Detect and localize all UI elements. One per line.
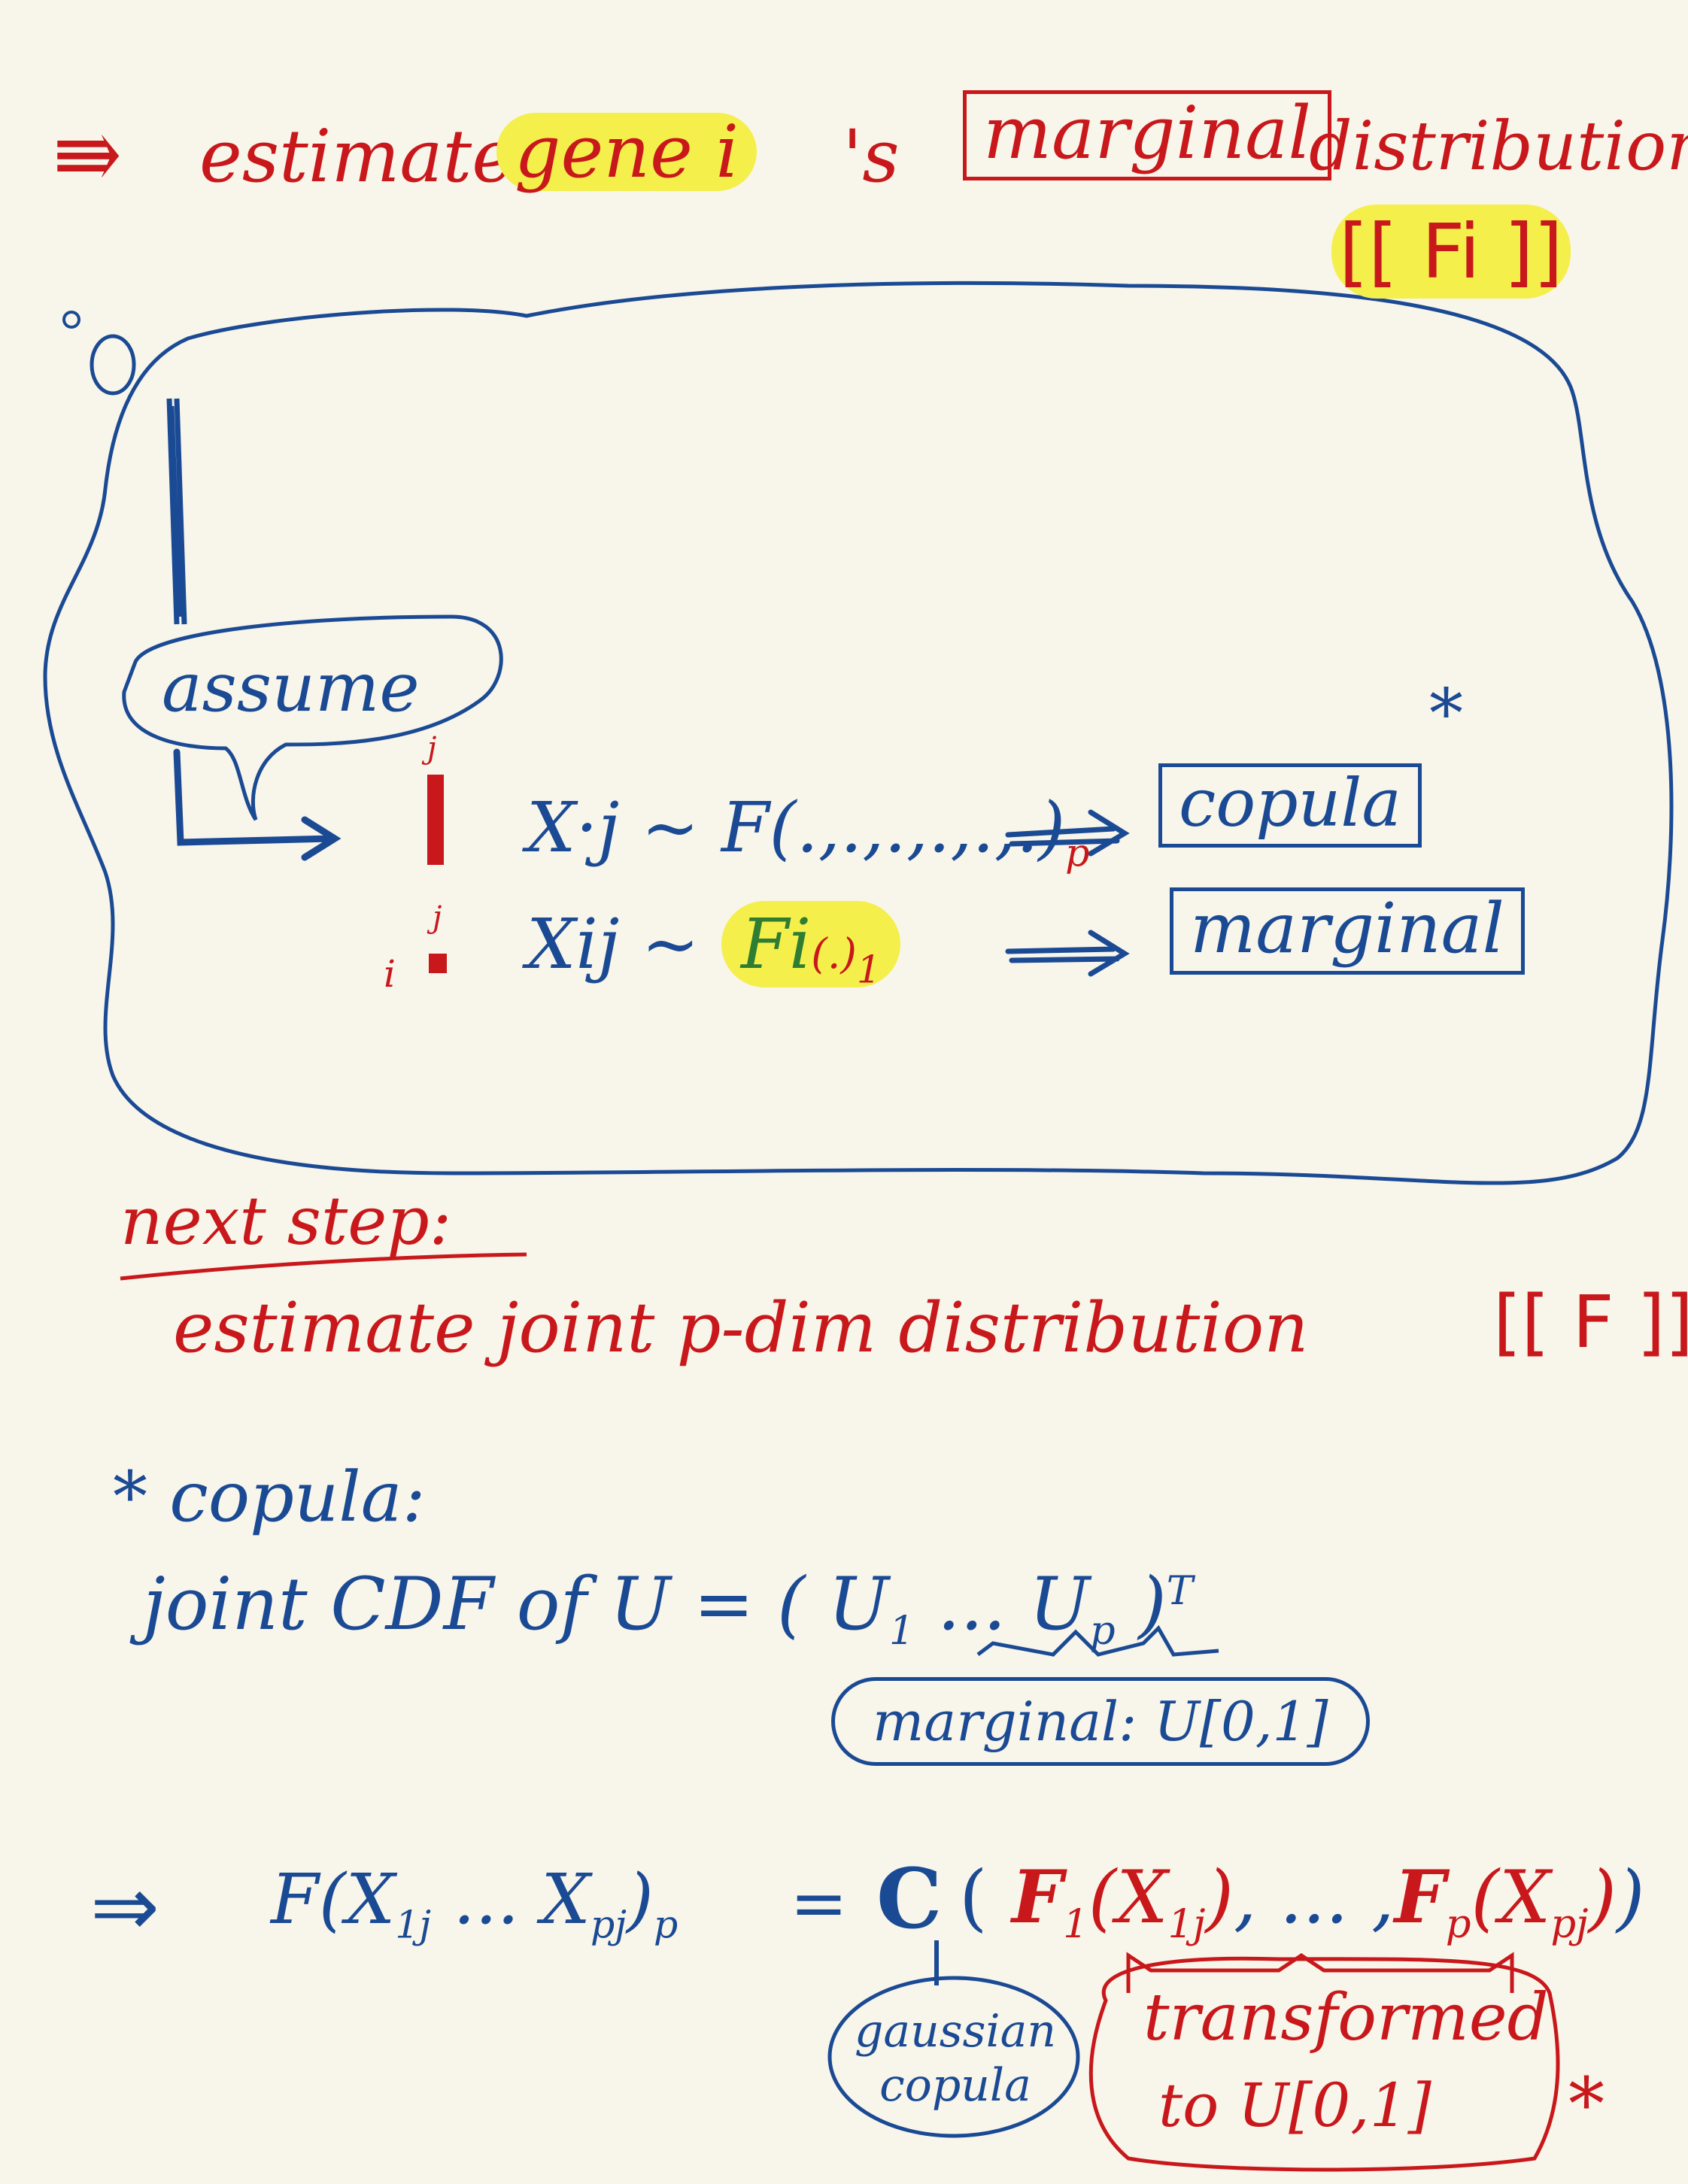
Fi-box: [[ Fi ]]	[1331, 205, 1571, 299]
j-label-2: j	[433, 900, 442, 935]
gaussian-copula-label: gaussian copula	[854, 2005, 1056, 2112]
implies-arrow-icon: ⇒	[90, 1858, 160, 1955]
arrow-to-marginal	[1005, 930, 1130, 977]
star-2: *	[1568, 2062, 1605, 2146]
i-label: i	[384, 952, 396, 996]
formula-open: (	[959, 1855, 988, 1940]
marginal-box: marginal	[963, 90, 1332, 180]
C-symbol: C	[876, 1850, 943, 1947]
column-bar	[427, 775, 444, 865]
copula-line: joint CDF of U = ( U1 ... Up )T	[143, 1562, 1193, 1655]
marginal-box-2: marginal	[1170, 887, 1525, 975]
formula-rhs: F1(X1j), ... ,Fp(Xpj))	[1012, 1855, 1645, 1948]
possessive: 's	[842, 114, 900, 199]
star-1: *	[1429, 675, 1463, 754]
transformed-label: transformed	[1143, 1980, 1549, 2055]
estimate-word: estimate	[199, 114, 515, 199]
vertical-stroke	[166, 398, 187, 625]
copula-box: copula	[1158, 763, 1422, 848]
double-arrow-icon: ⇛	[53, 106, 123, 202]
formula-lhs: F(X1j ... Xpj)p	[271, 1859, 679, 1947]
assume-arrow	[173, 748, 342, 861]
small-bubble-dot	[62, 311, 80, 329]
assume-label: assume	[162, 648, 420, 727]
next-step-heading: next step:	[120, 1182, 452, 1260]
F-box: [[ F ]]	[1493, 1280, 1688, 1364]
marginal-note: marginal: U[0,1]	[831, 1677, 1370, 1766]
distribution-word: distribution	[1309, 107, 1688, 186]
cloud-outline	[43, 281, 1674, 1185]
copula-heading: * copula:	[113, 1457, 426, 1537]
to-u-label: to U[0,1]	[1158, 2070, 1431, 2140]
gene-i-highlight: gene i	[496, 113, 757, 191]
small-bubble	[90, 334, 136, 396]
next-step-text: estimate joint p-dim distribution	[173, 1288, 1309, 1368]
row2-formula: Xij ~ Fi(.)1	[527, 901, 901, 989]
j-label-top: j	[427, 731, 437, 766]
equals-sign: =	[790, 1863, 849, 1943]
cell-square	[429, 954, 447, 973]
row1-formula: X·j ~ F(.,.,.,.,.,.)p	[527, 787, 1090, 875]
